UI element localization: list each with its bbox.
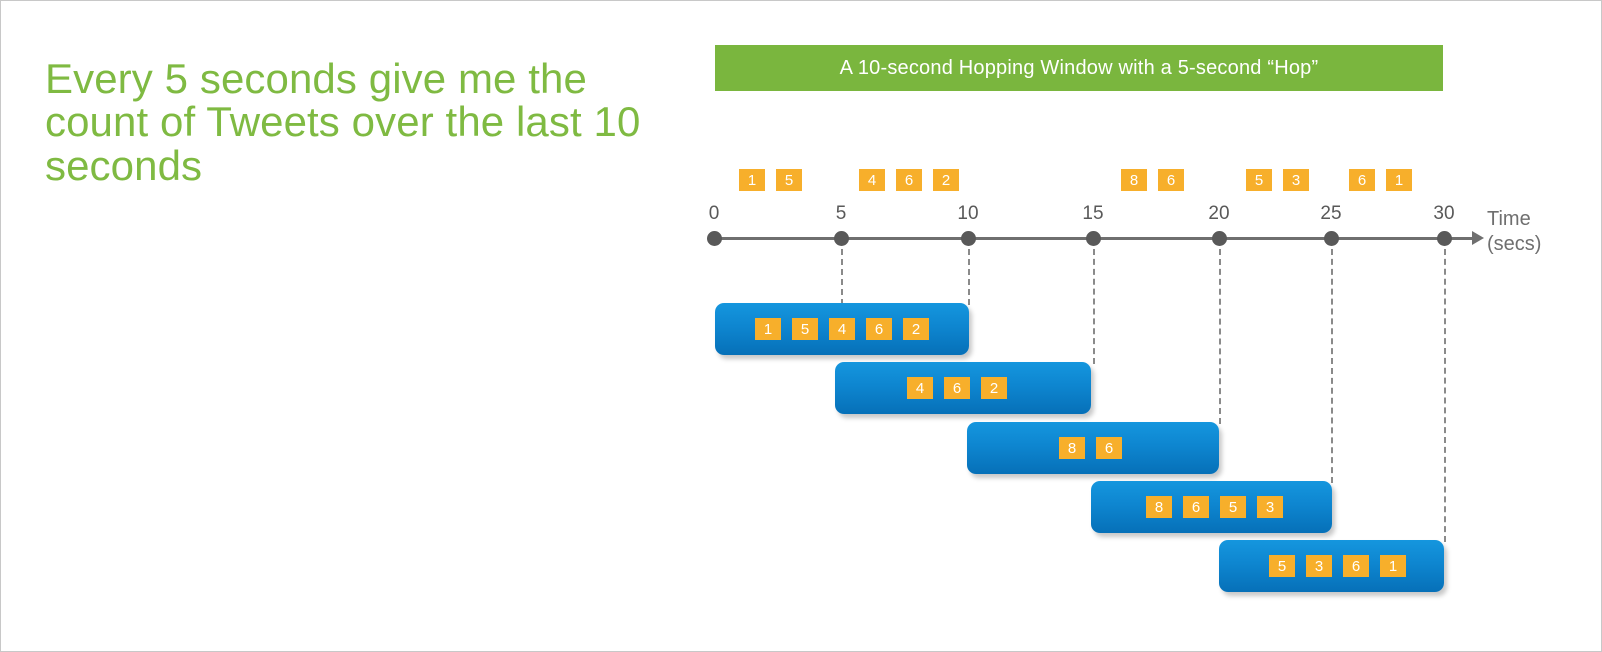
drop-line-0 xyxy=(841,249,843,305)
axis-tick-label-15: 15 xyxy=(1082,203,1104,224)
window-event-tile: 1 xyxy=(755,318,781,340)
event-tile: 6 xyxy=(1349,169,1375,191)
window-event-tile: 5 xyxy=(1269,555,1295,577)
axis-tick-dot-15 xyxy=(1086,231,1101,246)
axis-tick-label-0: 0 xyxy=(708,203,720,224)
event-tile: 1 xyxy=(1386,169,1412,191)
event-tile: 2 xyxy=(933,169,959,191)
event-tile: 3 xyxy=(1283,169,1309,191)
window-event-tile: 5 xyxy=(792,318,818,340)
drop-line-3 xyxy=(1219,249,1221,424)
drop-line-5 xyxy=(1444,249,1446,542)
window-event-tile: 6 xyxy=(1343,555,1369,577)
window-event-tile: 3 xyxy=(1257,496,1283,518)
axis-caption: Time (secs) xyxy=(1487,207,1541,257)
event-tile: 6 xyxy=(1158,169,1184,191)
window-event-tile: 4 xyxy=(829,318,855,340)
axis-tick-dot-30 xyxy=(1437,231,1452,246)
drop-line-4 xyxy=(1331,249,1333,483)
window-event-tile: 4 xyxy=(907,377,933,399)
axis-tick-label-25: 25 xyxy=(1320,203,1342,224)
event-tile: 8 xyxy=(1121,169,1147,191)
window-event-tile: 8 xyxy=(1146,496,1172,518)
event-tile: 5 xyxy=(776,169,802,191)
axis-tick-label-30: 30 xyxy=(1433,203,1455,224)
event-tile: 1 xyxy=(739,169,765,191)
axis-tick-dot-10 xyxy=(961,231,976,246)
drop-line-2 xyxy=(1093,249,1095,364)
banner-title: A 10-second Hopping Window with a 5-seco… xyxy=(839,56,1319,79)
event-tile: 6 xyxy=(896,169,922,191)
axis-tick-dot-20 xyxy=(1212,231,1227,246)
axis-caption-line1: Time xyxy=(1487,208,1531,230)
drop-line-1 xyxy=(968,249,970,305)
window-event-tile: 6 xyxy=(866,318,892,340)
page-title: Every 5 seconds give me the count of Twe… xyxy=(45,55,641,189)
banner: A 10-second Hopping Window with a 5-seco… xyxy=(715,45,1443,91)
axis-tick-dot-5 xyxy=(834,231,849,246)
axis-tick-dot-25 xyxy=(1324,231,1339,246)
window-event-tile: 6 xyxy=(1096,437,1122,459)
window-event-tile: 2 xyxy=(903,318,929,340)
window-event-tile: 5 xyxy=(1220,496,1246,518)
window-event-tile: 3 xyxy=(1306,555,1332,577)
axis-tick-label-10: 10 xyxy=(957,203,979,224)
window-event-tile: 8 xyxy=(1059,437,1085,459)
axis-tick-label-5: 5 xyxy=(835,203,847,224)
axis-tick-label-20: 20 xyxy=(1208,203,1230,224)
axis-tick-dot-0 xyxy=(707,231,722,246)
time-axis-arrow-icon xyxy=(1472,231,1484,245)
window-event-tile: 2 xyxy=(981,377,1007,399)
window-event-tile: 6 xyxy=(944,377,970,399)
event-tile: 4 xyxy=(859,169,885,191)
axis-caption-line2: (secs) xyxy=(1487,233,1542,255)
window-event-tile: 6 xyxy=(1183,496,1209,518)
event-tile: 5 xyxy=(1246,169,1272,191)
window-event-tile: 1 xyxy=(1380,555,1406,577)
